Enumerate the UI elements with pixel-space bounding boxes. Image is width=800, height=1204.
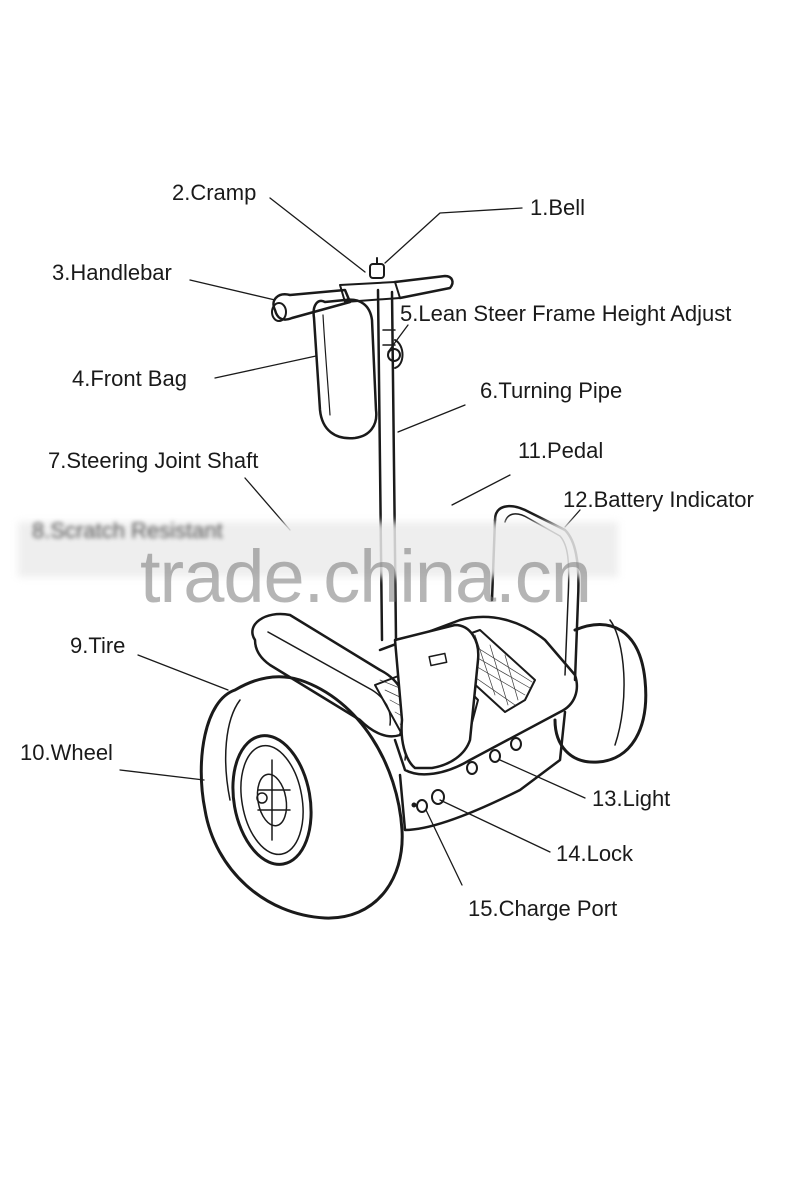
handlebar bbox=[271, 274, 454, 322]
left-tire bbox=[199, 675, 404, 920]
label-tire: 9.Tire bbox=[70, 633, 126, 658]
label-bell: 1.Bell bbox=[530, 195, 586, 220]
charge-port bbox=[411, 799, 428, 813]
light-knobs bbox=[466, 737, 522, 775]
left-fender bbox=[251, 612, 408, 738]
blurred-band bbox=[18, 522, 618, 577]
label-charge-port: 15.Charge Port bbox=[468, 896, 618, 921]
lock-knob bbox=[431, 789, 445, 805]
turning-pipe bbox=[376, 288, 404, 642]
label-lock: 14.Lock bbox=[556, 841, 634, 866]
front-bag bbox=[312, 298, 378, 440]
column-base bbox=[393, 623, 480, 770]
label-front-bag: 4.Front Bag bbox=[72, 366, 187, 391]
watermark: trade.china.cn bbox=[140, 535, 592, 618]
label-turning-pipe: 6.Turning Pipe bbox=[480, 378, 623, 403]
label-battery-indicator: 12.Battery Indicator bbox=[563, 487, 754, 512]
label-scratch-resistant: 8.Scratch Resistant bbox=[32, 518, 223, 543]
bell bbox=[369, 257, 385, 279]
label-steering-joint: 7.Steering Joint Shaft bbox=[48, 448, 259, 473]
label-wheel: 10.Wheel bbox=[20, 740, 113, 765]
leader-lines bbox=[119, 197, 586, 886]
label-lean-steer: 5.Lean Steer Frame Height Adjust bbox=[400, 301, 732, 326]
label-pedal: 11.Pedal bbox=[518, 438, 604, 463]
left-wheel-hub bbox=[231, 734, 313, 866]
label-cramp: 2.Cramp bbox=[172, 180, 257, 205]
right-tire bbox=[553, 619, 648, 764]
label-light: 13.Light bbox=[592, 786, 671, 811]
label-handlebar: 3.Handlebar bbox=[52, 260, 172, 285]
